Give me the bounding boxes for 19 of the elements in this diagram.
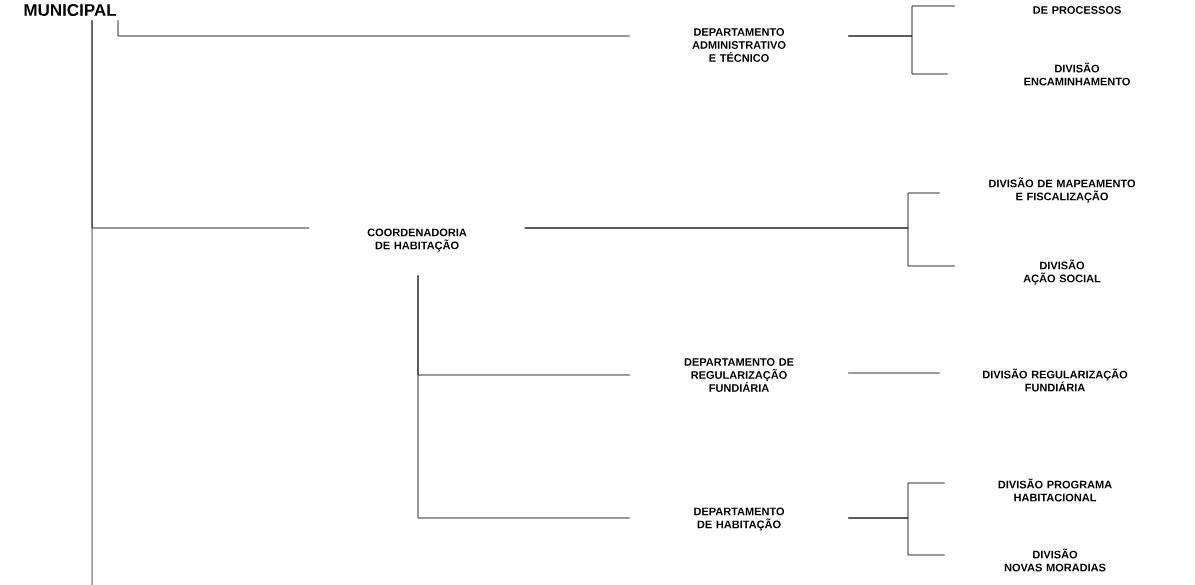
org-unit-label: DIVISÃO AÇÃO SOCIAL [1023,259,1101,285]
org-unit-label: MUNICIPAL [24,4,117,16]
connector-line [847,372,941,374]
org-unit-label: DIVISÃO NOVAS MORADIAS [1004,548,1106,572]
connector-line [847,35,949,75]
org-unit-label: COORDENADORIA DE HABITAÇÃO [367,228,467,252]
org-unit-label: DE PROCESSOS [1033,6,1121,14]
org-unit-label: DEPARTAMENTO ADMINISTRATIVO E TÉCNICO [692,28,786,62]
connector-line [417,274,631,519]
org-unit-label: DIVISÃO REGULARIZAÇÃO FUNDIÁRIA [983,368,1128,392]
connector-line [91,19,93,585]
connector-line [117,19,631,37]
org-unit-label: DEPARTAMENTO DE HABITAÇÃO [694,507,785,531]
connector-line [847,517,946,556]
org-unit-label: DIVISÃO PROGRAMA HABITACIONAL [998,478,1112,502]
org-unit-label: DIVISÃO ENCAMINHAMENTO [1024,62,1130,86]
connector-line [524,227,956,267]
org-unit-label: DEPARTAMENTO DE REGULARIZAÇÃO FUNDIÁRIA [684,358,794,392]
org-unit-label: DIVISÃO DE MAPEAMENTO E FISCALIZAÇÃO [989,177,1136,203]
